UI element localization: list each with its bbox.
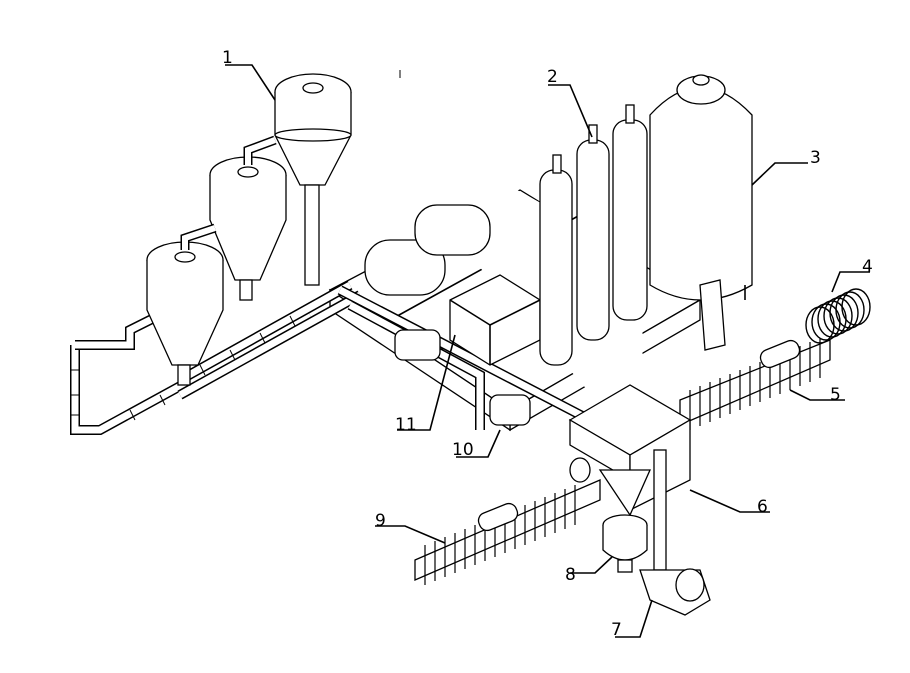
part-label-6: 6 <box>757 497 768 517</box>
fin-tube-right <box>679 338 831 430</box>
part-label-9: 9 <box>375 511 386 531</box>
part-label-1: 1 <box>222 48 233 68</box>
fin-tube-left <box>414 479 601 585</box>
part-labels: 1 2 3 4 5 6 7 8 9 10 11 <box>222 48 873 640</box>
storage-tank <box>649 74 753 351</box>
hopper-top <box>274 73 352 286</box>
hopper-group <box>146 73 352 386</box>
part-label-10: 10 <box>452 440 474 460</box>
part-label-8: 8 <box>565 565 576 585</box>
part-label-3: 3 <box>810 148 821 168</box>
part-label-7: 7 <box>611 620 622 640</box>
part-label-4: 4 <box>862 257 873 277</box>
separator <box>602 514 648 573</box>
reactor-box <box>568 384 692 517</box>
pump <box>639 449 711 616</box>
leader-lines <box>225 64 870 638</box>
heat-coil <box>805 288 871 344</box>
part-label-2: 2 <box>547 67 558 87</box>
part-label-5: 5 <box>830 385 841 405</box>
hopper-bottom <box>146 223 224 386</box>
gas-cylinders <box>539 104 648 366</box>
part-label-11: 11 <box>395 415 417 435</box>
hopper-middle <box>209 135 287 301</box>
motor-units <box>364 204 541 426</box>
